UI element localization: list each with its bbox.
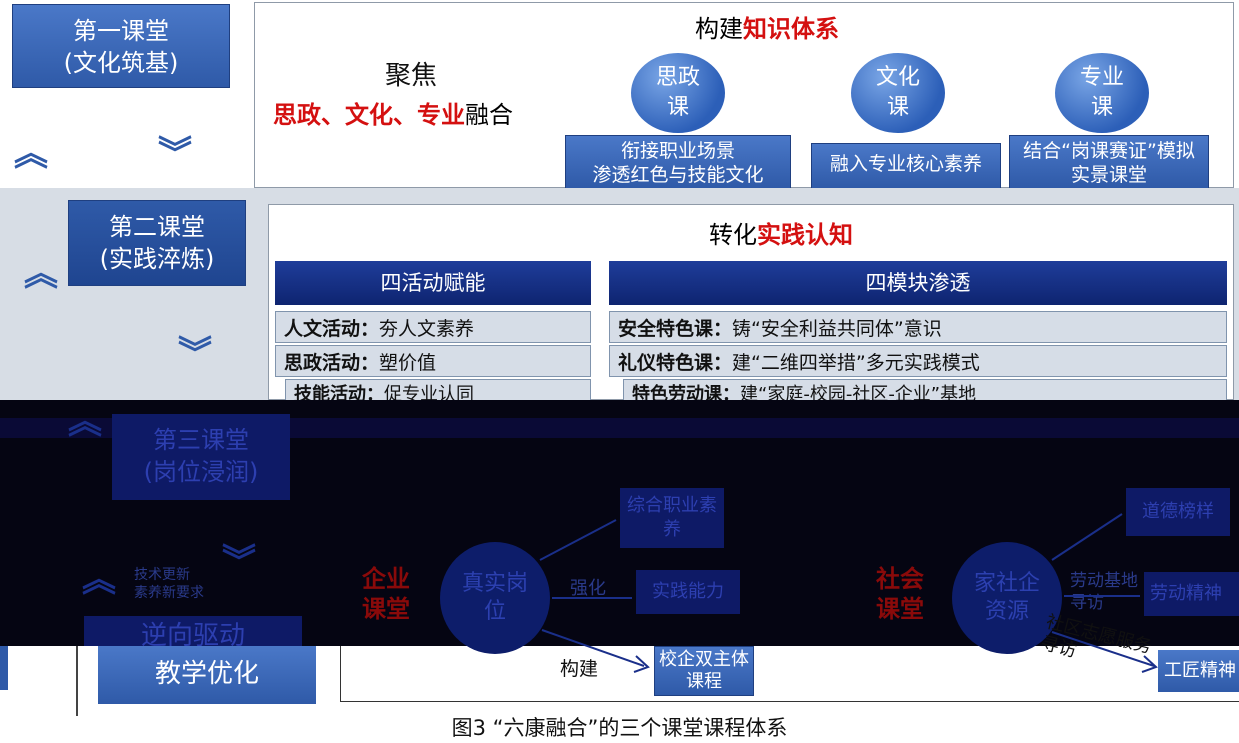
- craftsman-spirit-box: 工匠精神: [1158, 650, 1239, 692]
- chevron-up-icon: ︽: [68, 402, 102, 442]
- chevron-up-icon: ︽: [14, 134, 48, 174]
- bottom-frame: [340, 646, 1239, 702]
- major-course-circle: 专业课: [1055, 53, 1149, 133]
- arrow-to-target-1: [539, 519, 617, 561]
- target-box-1: 综合职业素养: [620, 488, 724, 548]
- figure-caption: 图3 “六康融合”的三个课堂课程体系: [451, 716, 788, 740]
- moral-model-box: 道德榜样: [1126, 488, 1230, 536]
- class2-title: 第二课堂 (实践淬炼): [68, 200, 246, 286]
- chevron-up-icon: ︽: [82, 560, 116, 600]
- target-box-2: 实践能力: [636, 570, 740, 614]
- caption-box-1: 衔接职业场景渗透红色与技能文化: [565, 135, 791, 189]
- arrow-to-course-box: [541, 629, 645, 667]
- left-note: 技术更新 素养新要求: [134, 567, 204, 601]
- activities-header: 四活动赋能: [275, 261, 591, 305]
- focus-line1: 聚焦: [385, 61, 438, 91]
- class2-title-line1: 第二课堂: [109, 213, 205, 241]
- class1-title: 第一课堂 (文化筑基): [12, 4, 230, 88]
- caption-box-3: 结合“岗课赛证”模拟实景课堂: [1009, 135, 1209, 189]
- ideology-course-circle: 思政课: [631, 53, 725, 133]
- class3-title-line1: 第三课堂: [153, 426, 249, 454]
- module-row-2: 礼仪特色课：建“二维四举措”多元实践模式: [609, 345, 1227, 377]
- teaching-optimize-label: 教学优化: [98, 646, 316, 704]
- class2-header: 转化实践认知: [709, 221, 853, 249]
- society-classroom-label: 社会 课堂: [876, 565, 924, 623]
- class1-panel: 构建知识体系 聚焦 思政、文化、专业融合 思政课 文化课 专业课 衔接职业场景渗…: [254, 2, 1234, 189]
- chevron-down-icon: ︾: [158, 134, 192, 174]
- class3-title-line2: (岗位浸润): [143, 458, 259, 486]
- activity-row-3: 技能活动：促专业认同: [285, 379, 591, 405]
- arrowhead-craftsman: [1141, 655, 1158, 673]
- culture-course-circle: 文化课: [851, 53, 945, 133]
- enterprise-classroom-label: 企业 课堂: [362, 565, 410, 623]
- class1-title-line2: (文化筑基): [63, 49, 179, 77]
- labor-base-label: 劳动基地寻访: [1070, 571, 1138, 613]
- activity-row-1: 人文活动：夯人文素养: [275, 311, 591, 343]
- enterprise-circle: 真实岗位: [440, 542, 550, 654]
- chevron-down-icon: ︾: [178, 334, 212, 374]
- class1-title-line1: 第一课堂: [73, 17, 169, 45]
- chevron-down-icon: ︾: [222, 542, 256, 582]
- dual-subject-course-box: 校企双主体课程: [654, 646, 754, 696]
- arrowhead-course: [633, 655, 650, 673]
- reverse-drive-label: 逆向驱动: [84, 616, 302, 646]
- module-row-3: 特色劳动课：建“家庭-校园-社区-企业”基地: [623, 379, 1227, 405]
- module-row-1: 安全特色课：铸“安全利益共同体”意识: [609, 311, 1227, 343]
- chevron-up-icon: ︽: [24, 254, 58, 294]
- focus-line2: 思政、文化、专业融合: [273, 101, 513, 129]
- class3-faint-line: [0, 418, 1239, 438]
- class1-header: 构建知识体系: [695, 15, 839, 43]
- activity-row-2: 思政活动：塑价值: [275, 345, 591, 377]
- arrow-to-moral-box: [1051, 513, 1123, 561]
- build-label: 构建: [560, 658, 599, 680]
- society-circle: 家社企资源: [952, 542, 1062, 654]
- bottom-frame-left: [76, 646, 78, 716]
- class2-title-line2: (实践淬炼): [99, 245, 215, 273]
- arrow-to-craftsman-box: [1051, 631, 1155, 667]
- class2-panel: 转化实践认知 四活动赋能 四模块渗透 人文活动：夯人文素养 思政活动：塑价值 技…: [268, 204, 1234, 405]
- class3-title: 第三课堂 (岗位浸润): [112, 414, 290, 500]
- labor-spirit-box: 劳动精神: [1144, 572, 1239, 616]
- strengthen-label: 强化: [570, 578, 606, 599]
- modules-header: 四模块渗透: [609, 261, 1227, 305]
- bottom-left-bar: [0, 646, 8, 690]
